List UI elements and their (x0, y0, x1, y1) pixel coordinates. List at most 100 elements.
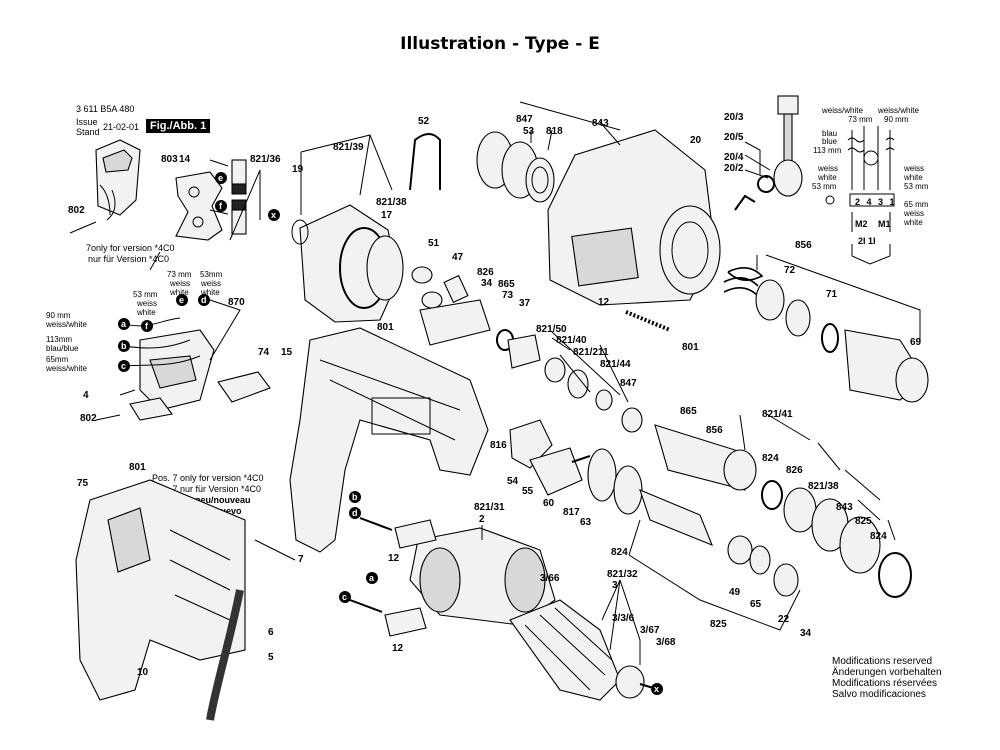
label-20-3: 20/3 (724, 112, 744, 123)
wire-blue: blue (822, 137, 838, 146)
wire-90mm: 90 mm (46, 311, 71, 320)
label-818: 821/39 (333, 142, 364, 153)
wire-65mm: 65mm (46, 355, 69, 364)
pos7-note-line2: Pos. 7 nur für Version *4C0 (152, 484, 262, 494)
label-20-2: 20/2 (724, 163, 744, 174)
label-73-top: 802 (68, 205, 85, 216)
label-843: 843 (592, 118, 609, 129)
marker-f-top-label: f (219, 201, 223, 211)
wire-90mm-color: weiss/white (46, 320, 87, 329)
label-11: 12 (598, 297, 610, 308)
brush-holder-20-drawing (734, 95, 803, 211)
marker-x-top-label: x (271, 210, 276, 220)
handle-housing-drawing (75, 479, 246, 721)
label-29: 47 (452, 252, 464, 263)
wire-113mm: 113mm (46, 335, 73, 344)
threaded-rod-drawing (625, 310, 671, 332)
wire-top-right-length: 90 mm (884, 115, 909, 124)
pos7-note-line1: Pos. 7 only for version *4C0 (152, 473, 264, 483)
marker-c-left-label: c (121, 361, 126, 371)
seal-rings-drawing (476, 131, 555, 203)
version-note-line2: nur für Version *4C0 (88, 254, 170, 264)
label-821-39-a: 824 (762, 453, 779, 464)
switch-module-drawing (123, 317, 215, 421)
label-870: 870 (228, 297, 245, 308)
marker-f-left-label: f (145, 321, 149, 331)
label-14: 14 (179, 154, 191, 165)
label-72: 801 (682, 342, 699, 353)
spindle-parts-drawing (411, 266, 912, 598)
label-45: 52 (418, 116, 430, 127)
marker-x-top (268, 209, 280, 221)
wire-top-left-color: weiss/white (822, 106, 863, 115)
motor-m2: M2 (855, 219, 868, 229)
label-4: 4 (83, 390, 89, 401)
wire-65mm-right: 65 mm (904, 200, 929, 209)
label-865: 865 (498, 279, 515, 290)
label-821-32: 821/211 (573, 347, 609, 358)
marker-x-bottom (651, 683, 663, 695)
wire-top-left-length: 73 mm (848, 115, 873, 124)
modifications-en: Modifications reserved (832, 656, 933, 667)
marker-d-left (198, 294, 210, 306)
stand-label: Stand (76, 127, 100, 137)
label-22: 22 (778, 614, 790, 625)
label-73-bottom: 802 (80, 413, 97, 424)
issue-label: Issue (76, 117, 98, 127)
label-801-bottom: 801 (129, 462, 146, 473)
label-821-44: 825 (855, 516, 872, 527)
wire-blau: blau (822, 129, 838, 138)
label-3-66: 3/66 (540, 573, 560, 584)
label-12-b: 12 (392, 643, 404, 654)
modifications-es: Salvo modificaciones (832, 689, 926, 700)
marker-e-left-label: e (179, 295, 184, 305)
wire-113mm-color: blau/blue (46, 344, 79, 353)
label-37: 51 (428, 238, 440, 249)
label-27: 37 (519, 298, 531, 309)
marker-c-bottom (339, 591, 351, 603)
label-17: 17 (381, 210, 393, 221)
wire-53mm-b: 53mm (200, 270, 223, 279)
wire-65mm-weiss: weiss (904, 209, 925, 218)
diagram-title: Illustration - Type - E (400, 34, 600, 54)
wire-top-right-color: weiss/white (878, 106, 919, 115)
gear-shaft-drawing (587, 448, 799, 597)
spring-45-drawing (409, 133, 441, 191)
motor-housing-drawing (289, 327, 489, 553)
wire-73mm-weiss: weiss (170, 279, 191, 288)
label-12-a: 12 (388, 553, 400, 564)
gear-housing-flange-drawing (291, 204, 404, 323)
label-801-center: 801 (377, 322, 394, 333)
wire-73mm: 73 mm (167, 270, 192, 279)
label-20: 20 (690, 135, 702, 146)
label-821-46: 843 (836, 502, 853, 513)
label-5: 5 (268, 652, 274, 663)
label-3-3-6: 3/3/6 (612, 613, 635, 624)
marker-b-left-label: b (121, 341, 127, 351)
label-15: 15 (281, 347, 293, 358)
label-34: 34 (800, 628, 812, 639)
marker-b-left (118, 340, 130, 352)
motor-m1: M1 (878, 219, 891, 229)
label-65: 73 (502, 290, 514, 301)
gear-housing-drawing (547, 129, 721, 306)
label-47: 53 (523, 126, 535, 137)
label-51: 54 (507, 476, 519, 487)
marker-a-left (118, 318, 130, 330)
label-69: 74 (258, 347, 270, 358)
modifications-note: Modifications reserved Änderungen vorbeh… (832, 656, 942, 700)
label-826: 826 (477, 267, 494, 278)
marker-x-bottom-label: x (654, 684, 659, 694)
modifications-de: Änderungen vorbehalten (832, 667, 942, 678)
label-821-39-b: 824 (870, 531, 887, 542)
wire-65mm-color: weiss/white (46, 364, 87, 373)
wire-53mm-a-white: white (137, 308, 156, 317)
motor-terminal-below: 2I 1I (858, 236, 876, 246)
leader-lines (95, 101, 921, 665)
figure-label: Fig./Abb. 1 (146, 119, 211, 133)
neu-label: neu/nouveau (195, 495, 251, 505)
marker-c-left (118, 360, 130, 372)
label-821-41: 826 (786, 465, 803, 476)
label-49: 65 (750, 599, 762, 610)
